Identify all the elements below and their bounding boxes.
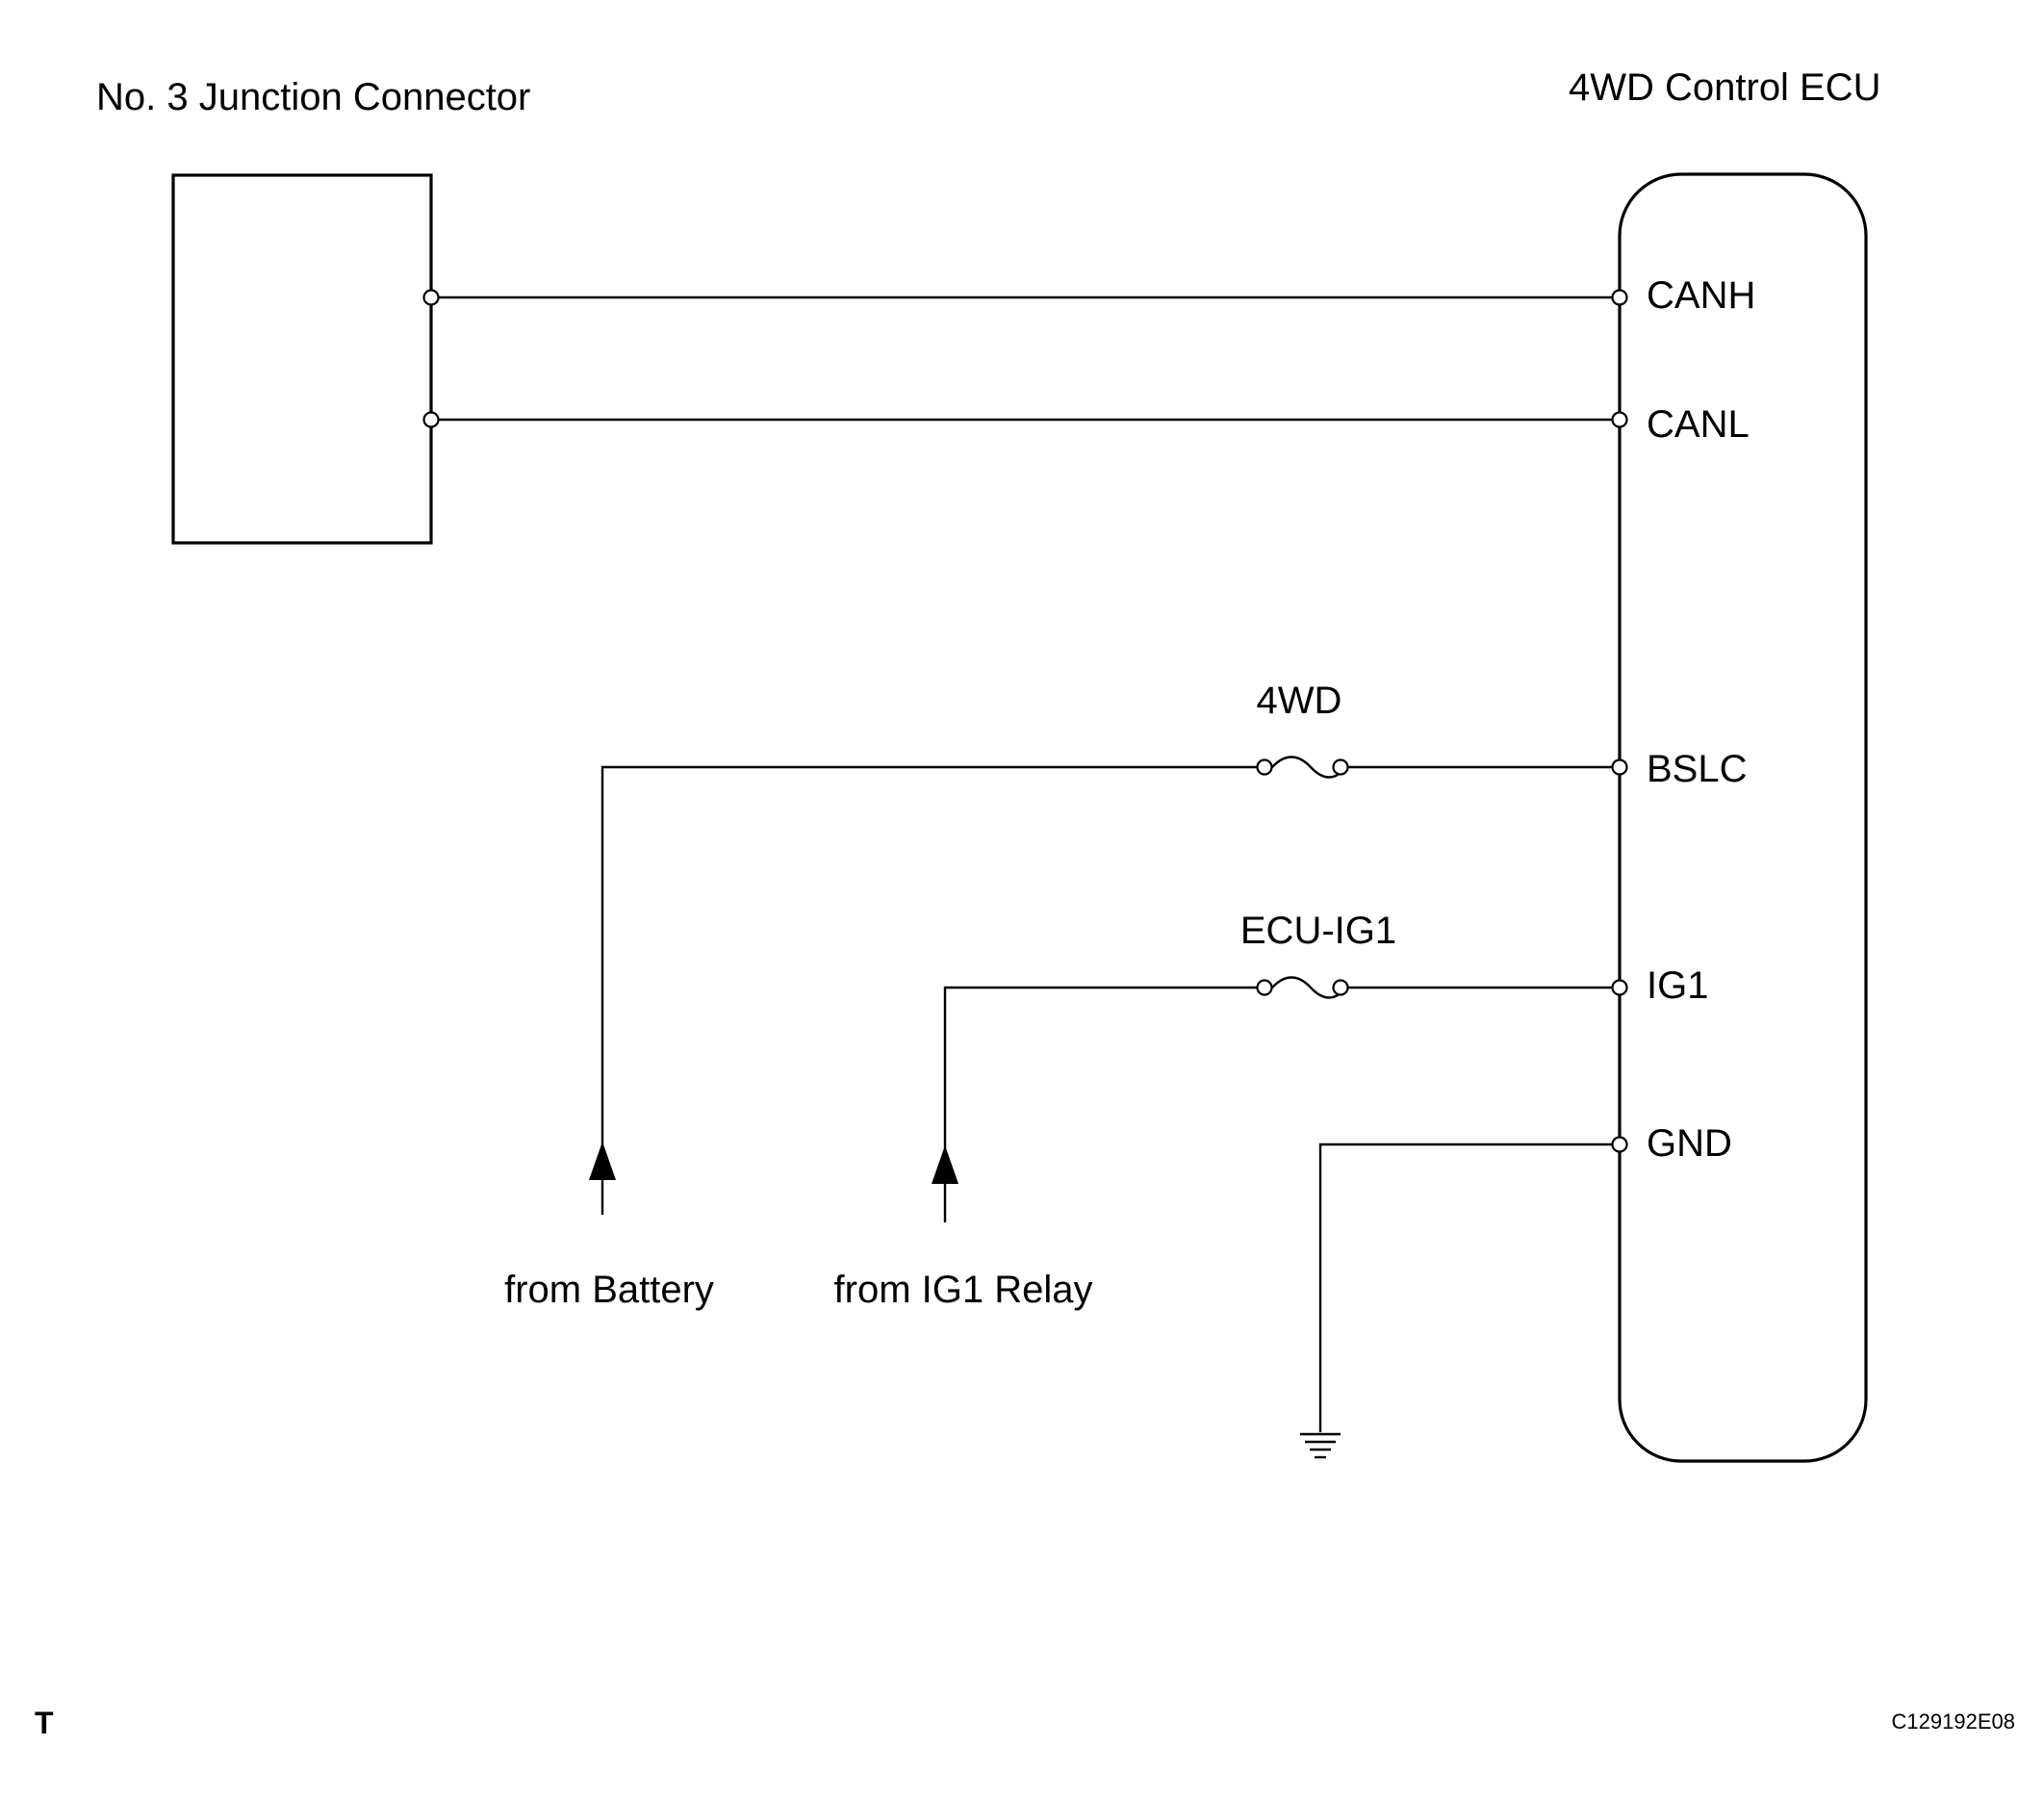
fuse-4wd-symbol <box>1271 756 1346 779</box>
ecu-terminal-bslc <box>1611 758 1628 776</box>
pin-label-gnd: GND <box>1647 1122 1732 1165</box>
ig1-relay-arrow-icon <box>932 1145 958 1184</box>
junction-terminal-canl <box>422 411 440 428</box>
ecu-box <box>1618 172 1868 1463</box>
junction-connector-label: No. 3 Junction Connector <box>96 76 530 118</box>
battery-wire <box>600 765 1265 1215</box>
pin-label-bslc: BSLC <box>1647 748 1748 790</box>
junction-terminal-canh <box>422 289 440 306</box>
corner-mark: T <box>35 1706 54 1740</box>
fuse-ecu-ig1-symbol <box>1271 976 1346 999</box>
ecu-terminal-canl <box>1611 411 1628 428</box>
ecu-terminal-gnd <box>1611 1136 1628 1153</box>
fuse-ecu-ig1-label: ECU-IG1 <box>1240 910 1396 952</box>
pin-label-canh: CANH <box>1647 274 1755 317</box>
ground-icon <box>1300 1432 1341 1459</box>
source-label-ig1-relay: from IG1 Relay <box>834 1269 1093 1311</box>
fuse-4wd-terminal-right <box>1332 758 1349 776</box>
fuse-4wd-terminal-left <box>1256 758 1273 776</box>
pin-label-canl: CANL <box>1647 403 1750 446</box>
fuse-ecu-ig1-terminal-right <box>1332 979 1349 996</box>
figure-code: C129192E08 <box>1892 1709 2015 1734</box>
fuse-ecu-ig1-terminal-left <box>1256 979 1273 996</box>
pin-label-ig1: IG1 <box>1647 964 1708 1007</box>
junction-connector-box <box>171 173 433 545</box>
ecu-label: 4WD Control ECU <box>1569 66 1881 109</box>
battery-arrow-icon <box>589 1142 616 1180</box>
fuse-4wd-label: 4WD <box>1257 680 1342 722</box>
gnd-wire <box>1318 1143 1620 1432</box>
ecu-terminal-ig1 <box>1611 979 1628 996</box>
source-label-battery: from Battery <box>504 1269 714 1311</box>
ig1-relay-wire <box>943 986 1265 1222</box>
ecu-terminal-canh <box>1611 289 1628 306</box>
